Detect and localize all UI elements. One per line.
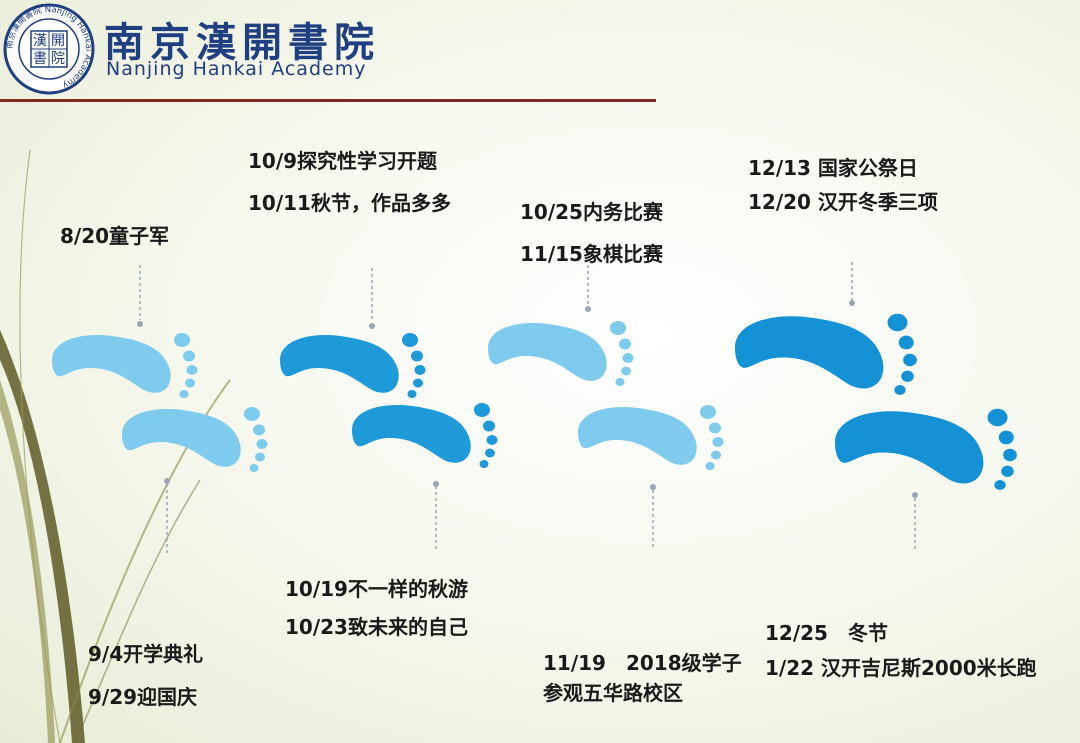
seal-char-4: 院 xyxy=(51,51,65,67)
footprint-icon xyxy=(578,405,724,470)
event-opening-ceremony: 9/4开学典礼 xyxy=(88,642,204,666)
academy-seal-icon: 南京漢開書院 Nanjing Hankai Academy 漢 開 書 院 xyxy=(3,3,95,95)
connector-lines xyxy=(139,262,916,555)
event-boy-scouts: 8/20童子军 xyxy=(60,224,170,248)
footprint-icon xyxy=(835,408,1017,490)
event-dorm-contest: 10/25内务比赛 xyxy=(520,200,663,224)
footprint-icon xyxy=(122,407,268,472)
footprint-icon xyxy=(280,333,426,398)
event-2000m-run: 1/22 汉开吉尼斯2000米长跑 xyxy=(765,656,1037,680)
seal-char-2: 開 xyxy=(51,33,65,49)
footprint-icon xyxy=(52,333,198,398)
event-autumn-works: 10/11秋节，作品多多 xyxy=(248,191,451,215)
event-autumn-trip: 10/19不一样的秋游 xyxy=(285,577,468,601)
event-winter-solstice: 12/25 冬节 xyxy=(765,621,888,645)
footprint-icon xyxy=(488,321,634,386)
event-memorial-day: 12/13 国家公祭日 xyxy=(748,156,918,180)
header-divider xyxy=(0,99,656,102)
event-winter-triathlon: 12/20 汉开冬季三项 xyxy=(748,190,938,214)
seal-char-1: 漢 xyxy=(33,33,47,49)
academy-title-en: Nanjing Hankai Academy xyxy=(106,58,367,80)
seal-char-3: 書 xyxy=(33,51,47,67)
footprint-icon xyxy=(735,313,917,395)
event-chess-contest: 11/15象棋比赛 xyxy=(520,242,663,266)
event-letter-future: 10/23致未来的自己 xyxy=(285,615,468,639)
event-national-day: 9/29迎国庆 xyxy=(88,685,198,709)
connector-dots xyxy=(137,300,918,498)
footprint-icon xyxy=(352,403,498,468)
academy-title-cn: 南京漢開書院 xyxy=(104,19,380,66)
event-campus-visit: 11/19 2018级学子参观五华路校区 xyxy=(543,651,742,705)
event-inquiry-learning: 10/9探究性学习开题 xyxy=(248,149,438,173)
